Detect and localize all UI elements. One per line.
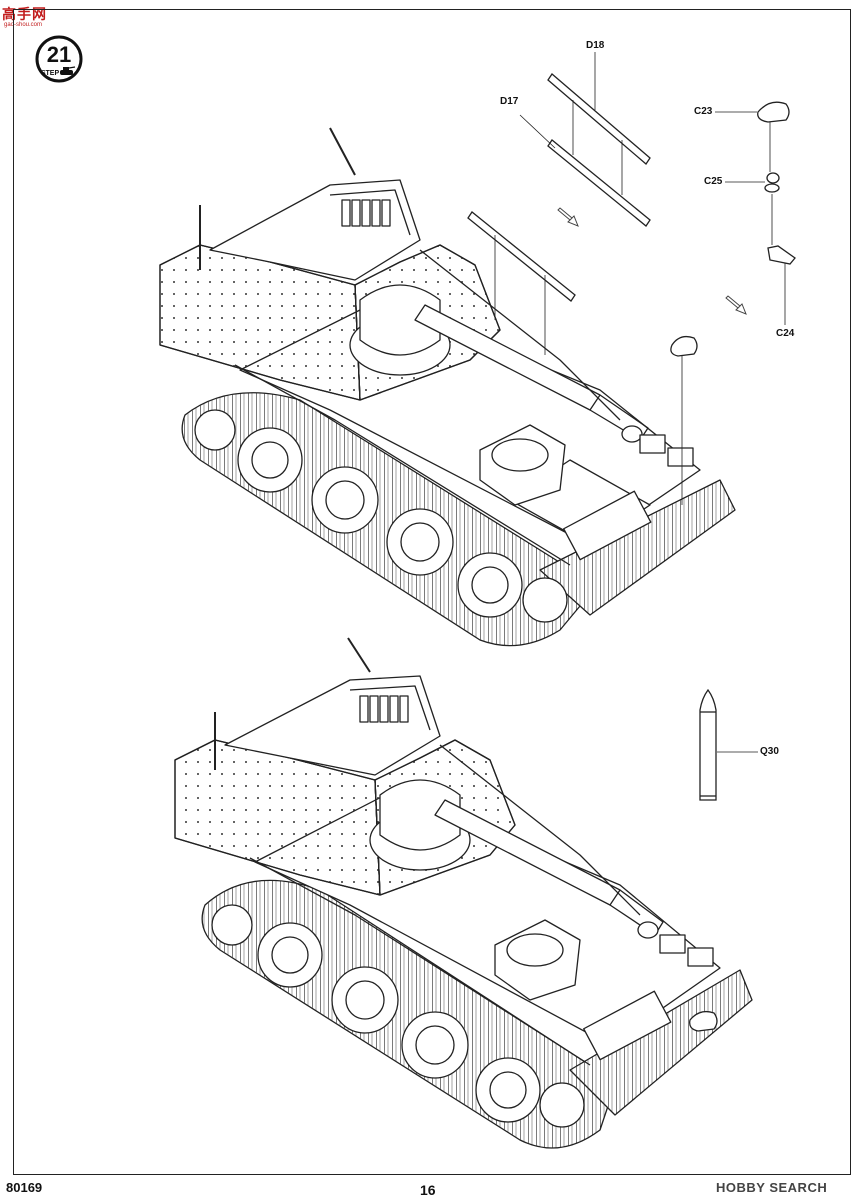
part-d17-installed [467, 211, 576, 302]
site-watermark-url: gao-shou.com [4, 22, 43, 28]
kit-code: 80169 [6, 1180, 43, 1195]
part-c24 [767, 245, 796, 265]
label-d18: D18 [586, 40, 605, 51]
step-label: STEP [41, 70, 60, 77]
step-badge: 21 STEP [35, 35, 83, 83]
label-q30: Q30 [760, 746, 779, 757]
vehicle-upper [159, 127, 736, 647]
part-d18-rail [547, 73, 651, 165]
part-q30-shell [699, 688, 717, 801]
label-d17: D17 [500, 96, 519, 107]
direction-arrow-icon [725, 295, 747, 315]
part-c25 [764, 172, 780, 193]
label-c24: C24 [776, 328, 795, 339]
vehicle-lower [174, 637, 753, 1149]
tank-icon [60, 66, 76, 75]
part-d17-rail [547, 139, 651, 227]
step-number: 21 [47, 42, 71, 67]
hobby-search-watermark: HOBBY SEARCH [716, 1180, 828, 1195]
part-c23-installed [670, 335, 698, 357]
leader-d17 [519, 114, 556, 149]
page-number: 16 [420, 1182, 436, 1198]
page-frame [13, 9, 851, 1175]
part-c23 [757, 101, 790, 123]
label-c25: C25 [704, 176, 723, 187]
label-c23: C23 [694, 106, 713, 117]
direction-arrow-icon [557, 207, 579, 227]
